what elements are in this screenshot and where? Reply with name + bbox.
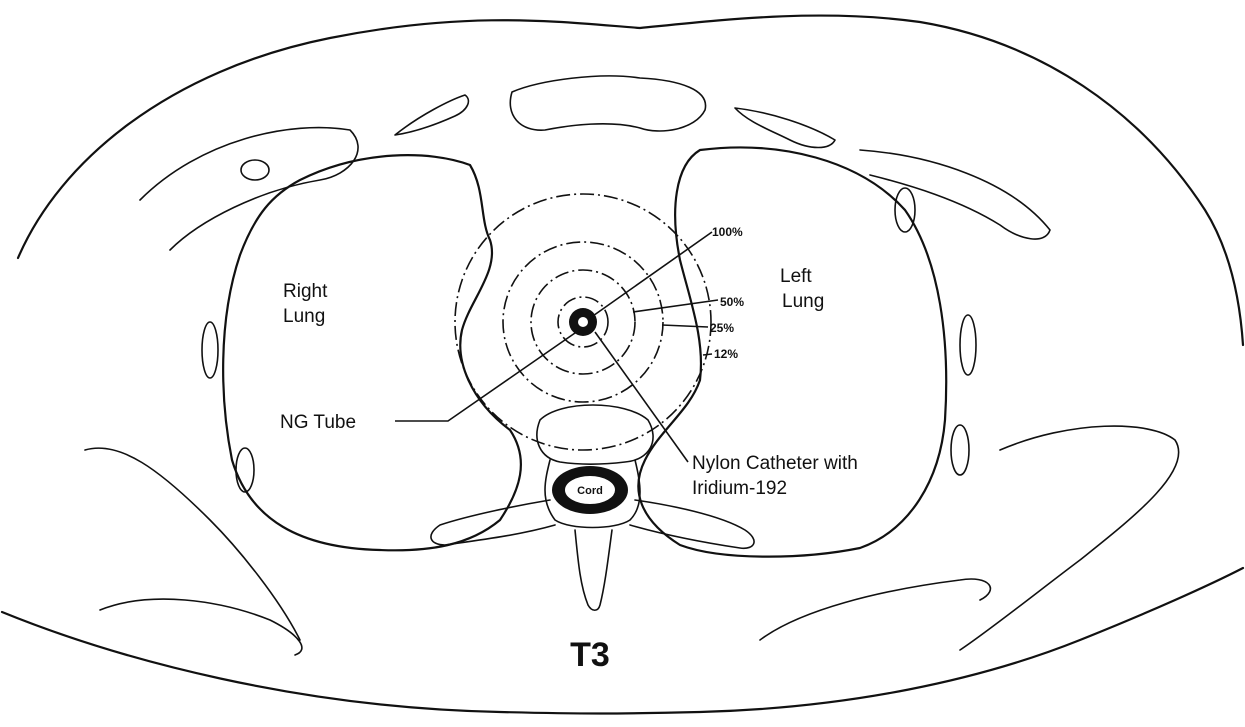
catheter-label: Nylon Catheter with [692,453,858,474]
catheter-lumen [578,317,588,327]
left-lung-label-2: Lung [782,291,824,312]
ng-tube-label: NG Tube [280,412,356,433]
spinous-process [575,530,612,610]
left-lung [638,148,946,557]
leader-100 [590,232,712,318]
isodose-label-100: 100% [712,225,743,239]
rib-section [202,322,218,378]
right-rib-posterior [100,599,302,655]
isodose-label-50: 50% [720,295,744,309]
cord-label: Cord [577,485,603,497]
leader-25 [662,325,708,327]
left-scapula [960,426,1179,650]
right-lung-label-2: Lung [283,306,325,327]
rib-section [236,448,254,492]
rib-section [951,425,969,475]
vertebral-body [537,405,653,464]
leader-12 [703,354,712,355]
transverse-process-right [431,500,555,545]
sternum [510,76,705,131]
left-rib-posterior [760,579,990,640]
isodose-label-25: 25% [710,321,734,335]
rib-section [241,160,269,180]
left-clavicle [735,108,835,148]
left-lung-label: Left [780,266,812,287]
right-scapula [85,448,300,640]
body-outline [18,16,1243,345]
rib-section [960,315,976,375]
right-clavicle [395,95,468,135]
body-outline-bottom [2,568,1243,714]
catheter-label-2: Iridium-192 [692,478,787,499]
transverse-process-left [630,500,754,548]
leader-50 [633,300,718,312]
vertebral-level-label: T3 [570,636,610,674]
right-lung-label: Right [283,281,328,302]
isodose-label-12: 12% [714,347,738,361]
right-lung [223,155,521,550]
